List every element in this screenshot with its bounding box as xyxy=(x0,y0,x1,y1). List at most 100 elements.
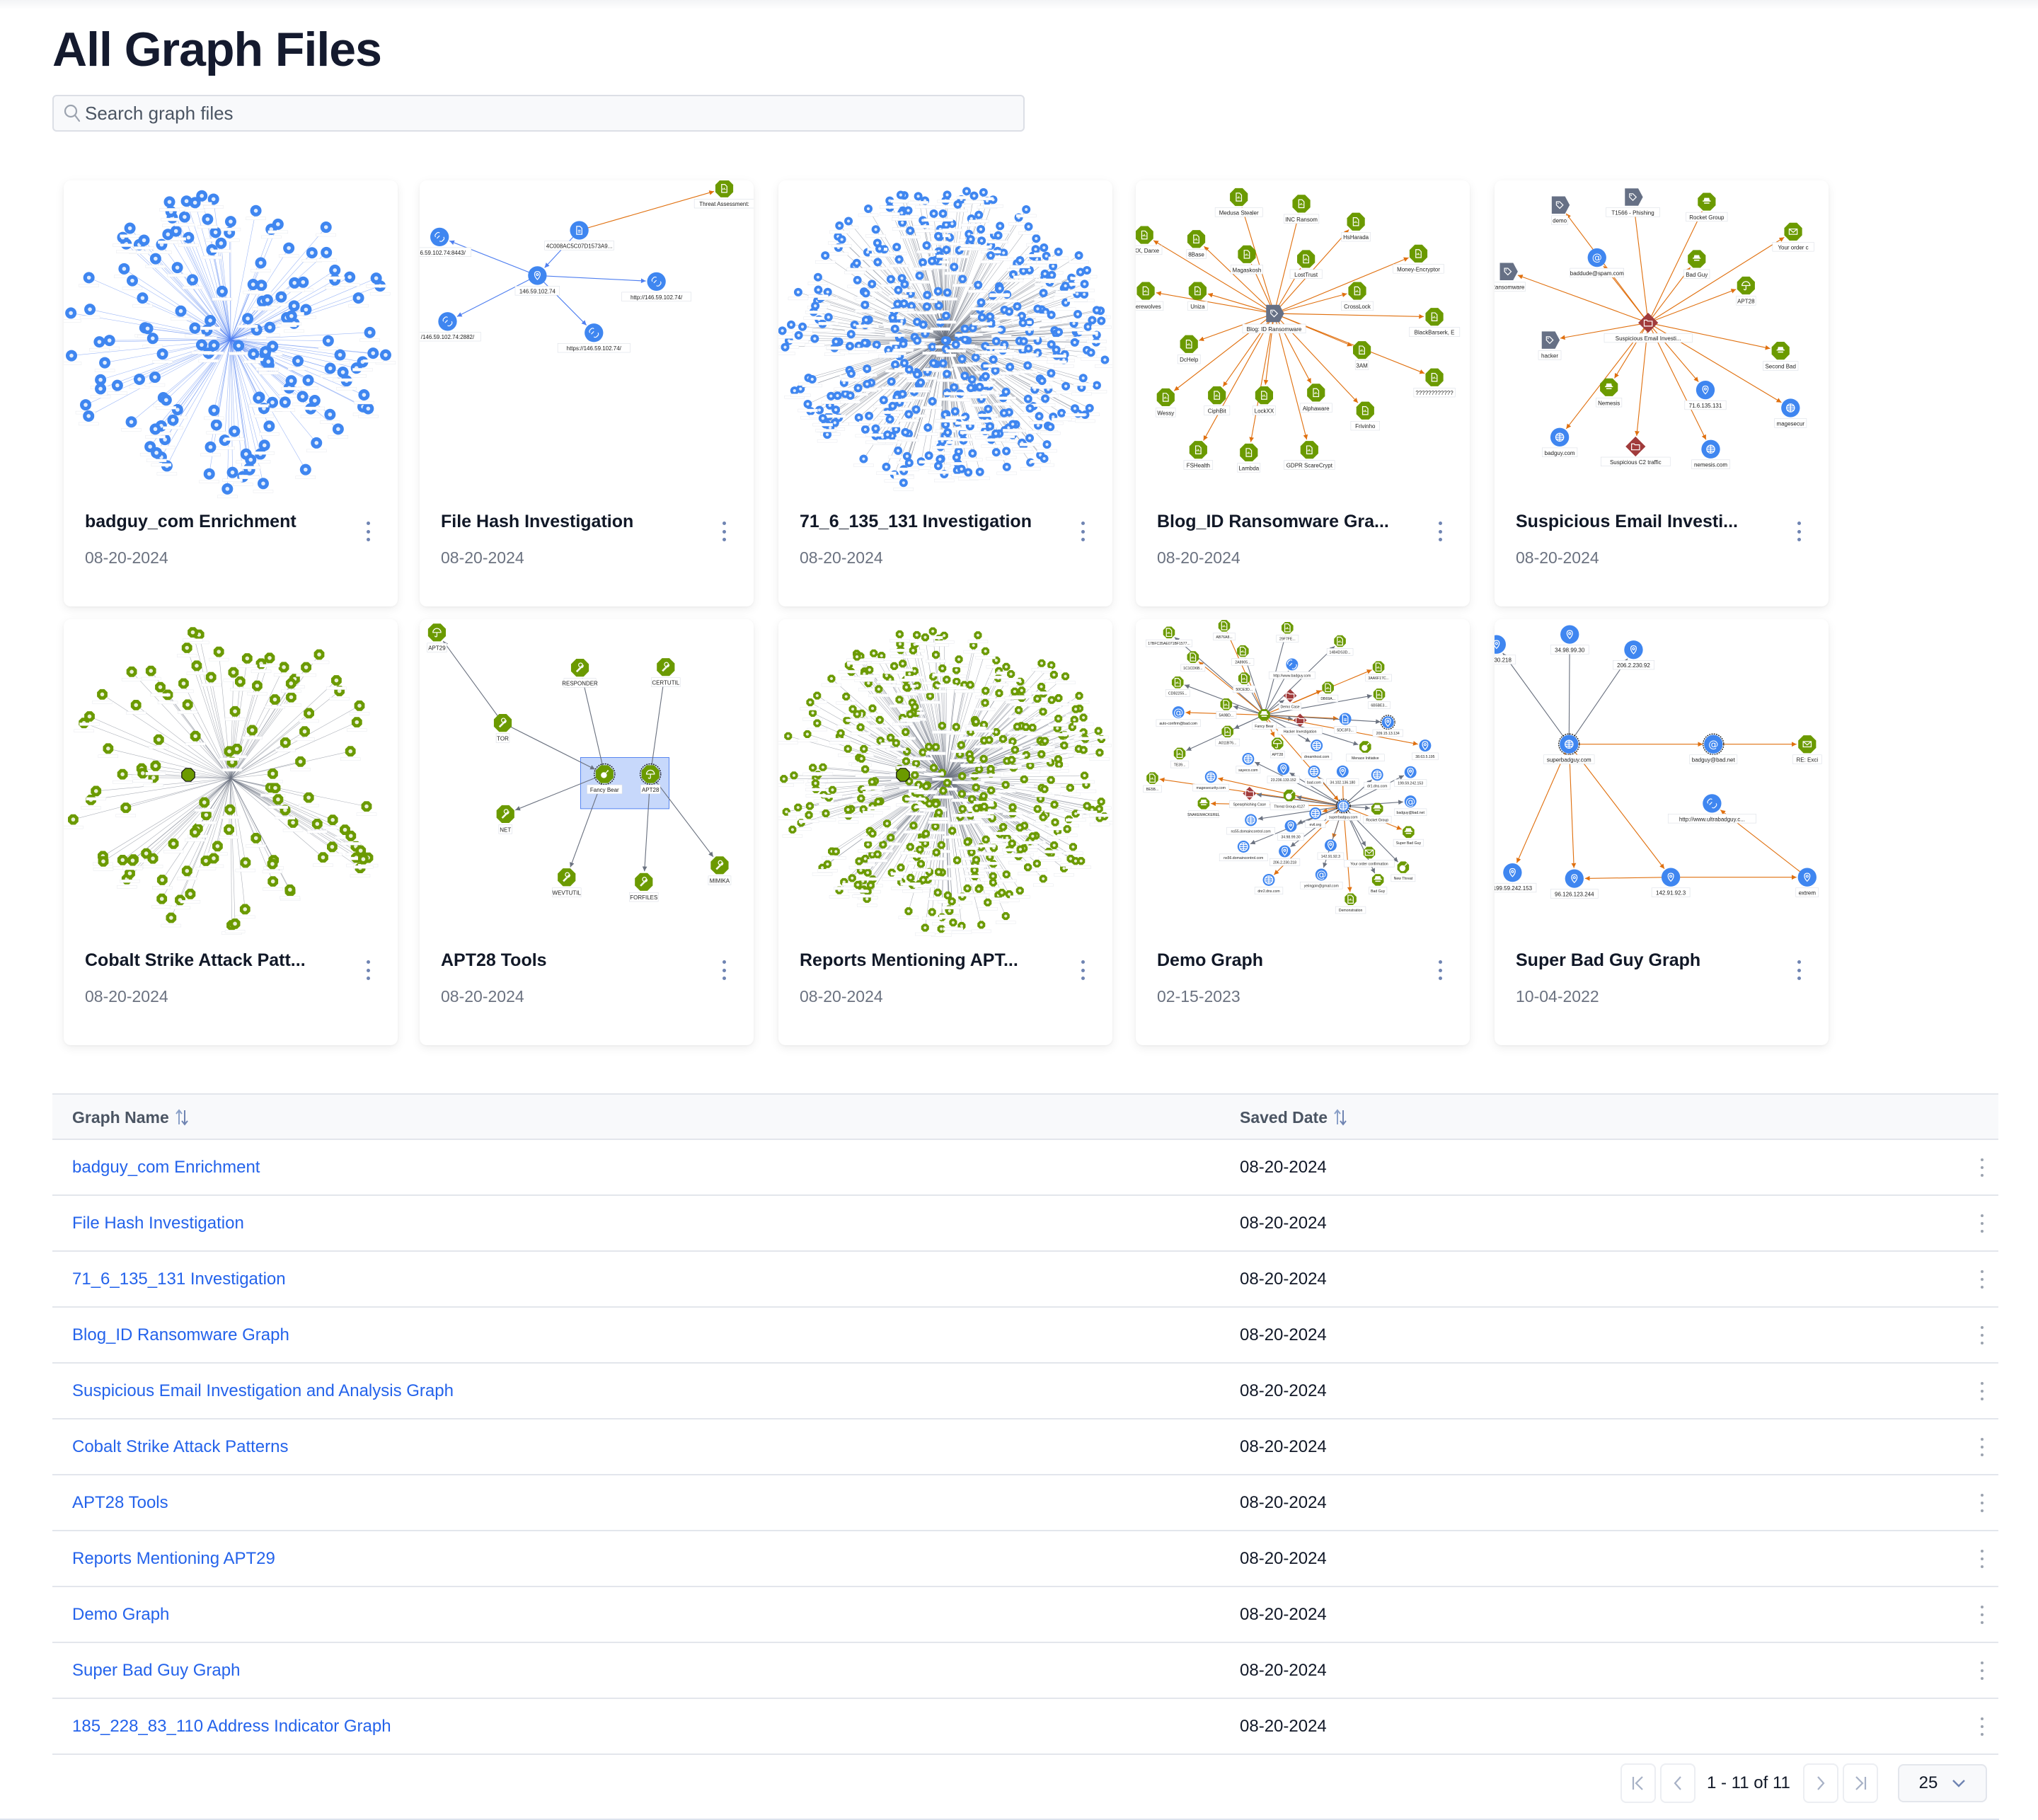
card-title[interactable]: Reports Mentioning APT... xyxy=(800,950,1018,970)
card-more-options-button[interactable] xyxy=(361,956,375,984)
card-more-options-button[interactable] xyxy=(1433,517,1447,546)
page-size-select[interactable]: 25 xyxy=(1898,1764,1987,1802)
svg-text:206.2.230.218: 206.2.230.218 xyxy=(1273,860,1296,865)
sort-icon[interactable] xyxy=(175,1109,189,1126)
card-title[interactable]: badguy_com Enrichment xyxy=(85,512,297,531)
card-more-options-button[interactable] xyxy=(717,517,731,546)
graph-name-link[interactable]: Super Bad Guy Graph xyxy=(72,1660,241,1680)
row-more-options-button[interactable] xyxy=(1977,1322,1987,1349)
search-field[interactable] xyxy=(52,95,1025,132)
row-more-options-button[interactable] xyxy=(1977,1434,1987,1461)
card-title[interactable]: 71_6_135_131 Investigation xyxy=(800,512,1032,531)
row-more-options-button[interactable] xyxy=(1977,1713,1987,1740)
card-title[interactable]: Demo Graph xyxy=(1157,950,1264,970)
card-title[interactable]: File Hash Investigation xyxy=(441,512,634,531)
row-more-options-button[interactable] xyxy=(1977,1657,1987,1684)
graph-name-link[interactable]: 185_228_83_110 Address Indicator Graph xyxy=(72,1716,391,1736)
graph-thumbnail[interactable]: 4C008AC5C07D1573A9...Threat Assessment:1… xyxy=(420,180,754,499)
card-more-options-button[interactable] xyxy=(1076,956,1090,984)
table-row[interactable]: Suspicious Email Investigation and Analy… xyxy=(52,1364,1998,1419)
svg-text:3AA6F17C...: 3AA6F17C... xyxy=(1368,676,1389,681)
graph-name-link[interactable]: badguy_com Enrichment xyxy=(72,1157,260,1177)
search-input[interactable] xyxy=(85,96,1005,130)
row-more-options-button[interactable] xyxy=(1977,1378,1987,1405)
kebab-dot xyxy=(1981,1453,1984,1456)
graph-thumbnail[interactable] xyxy=(778,180,1112,499)
card-more-options-button[interactable] xyxy=(1433,956,1447,984)
kebab-dot xyxy=(1981,1502,1984,1504)
graph-name-link[interactable]: Suspicious Email Investigation and Analy… xyxy=(72,1381,454,1400)
graph-name-link[interactable]: Cobalt Strike Attack Patterns xyxy=(72,1436,289,1456)
graph-thumbnail[interactable]: 5.2.230.21834.98.99.30206.2.230.92superb… xyxy=(1495,619,1829,938)
card-more-options-button[interactable] xyxy=(717,956,731,984)
graph-name-link[interactable]: Reports Mentioning APT29 xyxy=(72,1548,275,1568)
column-header-graph-name[interactable]: Graph Name xyxy=(72,1095,189,1140)
graph-name-link[interactable]: Demo Graph xyxy=(72,1604,170,1624)
svg-text:Ransomware: Ransomware xyxy=(1495,284,1525,291)
card-title[interactable]: Super Bad Guy Graph xyxy=(1516,950,1701,970)
svg-text:auto-confirm@bad.com: auto-confirm@bad.com xyxy=(1159,722,1197,726)
graph-thumbnail[interactable] xyxy=(64,180,398,499)
kebab-dot xyxy=(1081,529,1085,534)
kebab-dot xyxy=(1081,968,1085,972)
svg-text:Suspicious C2 traffic: Suspicious C2 traffic xyxy=(1610,459,1662,466)
graph-thumbnail[interactable] xyxy=(64,619,398,938)
sort-icon[interactable] xyxy=(1333,1109,1347,1126)
svg-text:Your order c: Your order c xyxy=(1778,244,1808,250)
row-more-options-button[interactable] xyxy=(1977,1266,1987,1293)
card-title[interactable]: Suspicious Email Investi... xyxy=(1516,512,1738,531)
graph-name-link[interactable]: File Hash Investigation xyxy=(72,1213,244,1233)
card-more-options-button[interactable] xyxy=(1792,517,1806,546)
last-page-button[interactable] xyxy=(1842,1763,1878,1803)
svg-text:5DC3F3...: 5DC3F3... xyxy=(1337,728,1354,732)
first-page-button[interactable] xyxy=(1620,1763,1656,1803)
card-more-options-button[interactable] xyxy=(1792,956,1806,984)
row-more-options-button[interactable] xyxy=(1977,1210,1987,1237)
graph-card[interactable]: Reports Mentioning APT...08-20-2024 xyxy=(778,619,1112,1045)
next-page-button[interactable] xyxy=(1802,1763,1838,1803)
card-more-options-button[interactable] xyxy=(1076,517,1090,546)
svg-text:magesecurity.com: magesecurity.com xyxy=(1196,786,1225,790)
graph-name-link[interactable]: 71_6_135_131 Investigation xyxy=(72,1269,286,1289)
row-more-options-button[interactable] xyxy=(1977,1601,1987,1628)
graph-card[interactable]: Cobalt Strike Attack Patt...08-20-2024 xyxy=(64,619,398,1045)
graph-name-link[interactable]: Blog_ID Ransomware Graph xyxy=(72,1325,289,1344)
card-title[interactable]: Blog_ID Ransomware Gra... xyxy=(1157,512,1389,531)
graph-card[interactable]: 4C008AC5C07D1573A9...Threat Assessment:1… xyxy=(420,180,754,606)
graph-card[interactable]: 5.2.230.21834.98.99.30206.2.230.92superb… xyxy=(1495,619,1829,1045)
graph-name-link[interactable]: APT28 Tools xyxy=(72,1492,168,1512)
svg-text:Wessy: Wessy xyxy=(1157,410,1174,416)
row-more-options-button[interactable] xyxy=(1977,1490,1987,1516)
row-more-options-button[interactable] xyxy=(1977,1545,1987,1572)
svg-text:17BFC35AE071BF1577...: 17BFC35AE071BF1577... xyxy=(1148,642,1190,646)
svg-text:Super Bad Guy: Super Bad Guy xyxy=(1396,841,1422,846)
card-title[interactable]: Cobalt Strike Attack Patt... xyxy=(85,950,306,970)
column-header-saved-date[interactable]: Saved Date xyxy=(1240,1095,1347,1140)
graph-thumbnail[interactable] xyxy=(778,619,1112,938)
card-title[interactable]: APT28 Tools xyxy=(441,950,547,970)
prev-page-button[interactable] xyxy=(1660,1763,1696,1803)
svg-text:DB69A...: DB69A... xyxy=(1320,697,1335,701)
row-more-options-button[interactable] xyxy=(1977,1154,1987,1181)
card-more-options-button[interactable] xyxy=(361,517,375,546)
